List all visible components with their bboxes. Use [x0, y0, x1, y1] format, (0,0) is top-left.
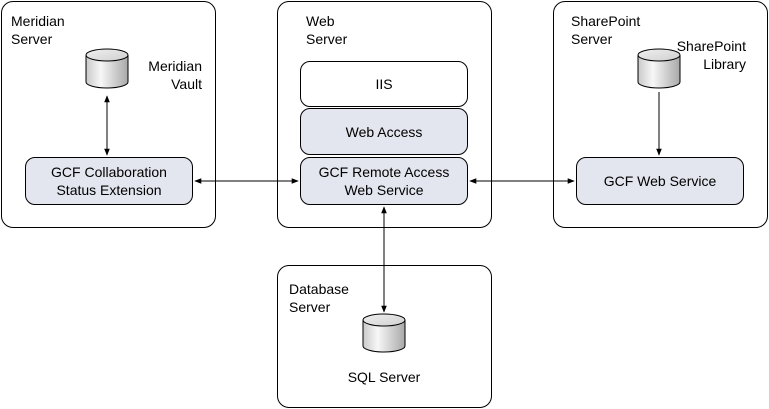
sharepoint-library-label: SharePoint Library [676, 38, 746, 72]
web-access-box: Web Access [300, 108, 468, 155]
sharepoint-library-database-icon [637, 48, 681, 89]
sharepoint-server-label: SharePoint Server [571, 13, 641, 47]
sql-server-label: SQL Server [347, 369, 421, 385]
gcf-remote-access-web-service: GCF Remote Access Web Service [300, 157, 468, 205]
meridian-server-label: Meridian Server [11, 13, 65, 47]
database-server-label: Database Server [289, 281, 349, 315]
gcf-collaboration-status-extension: GCF Collaboration Status Extension [25, 157, 193, 205]
meridian-vault-database-icon [85, 48, 129, 89]
gcf-web-service-box: GCF Web Service [576, 157, 744, 205]
meridian-vault-label: Meridian Vault [148, 58, 202, 92]
sql-server-database-icon [362, 313, 406, 353]
web-server-label: Web Server [306, 13, 348, 47]
iis-box: IIS [300, 61, 468, 107]
